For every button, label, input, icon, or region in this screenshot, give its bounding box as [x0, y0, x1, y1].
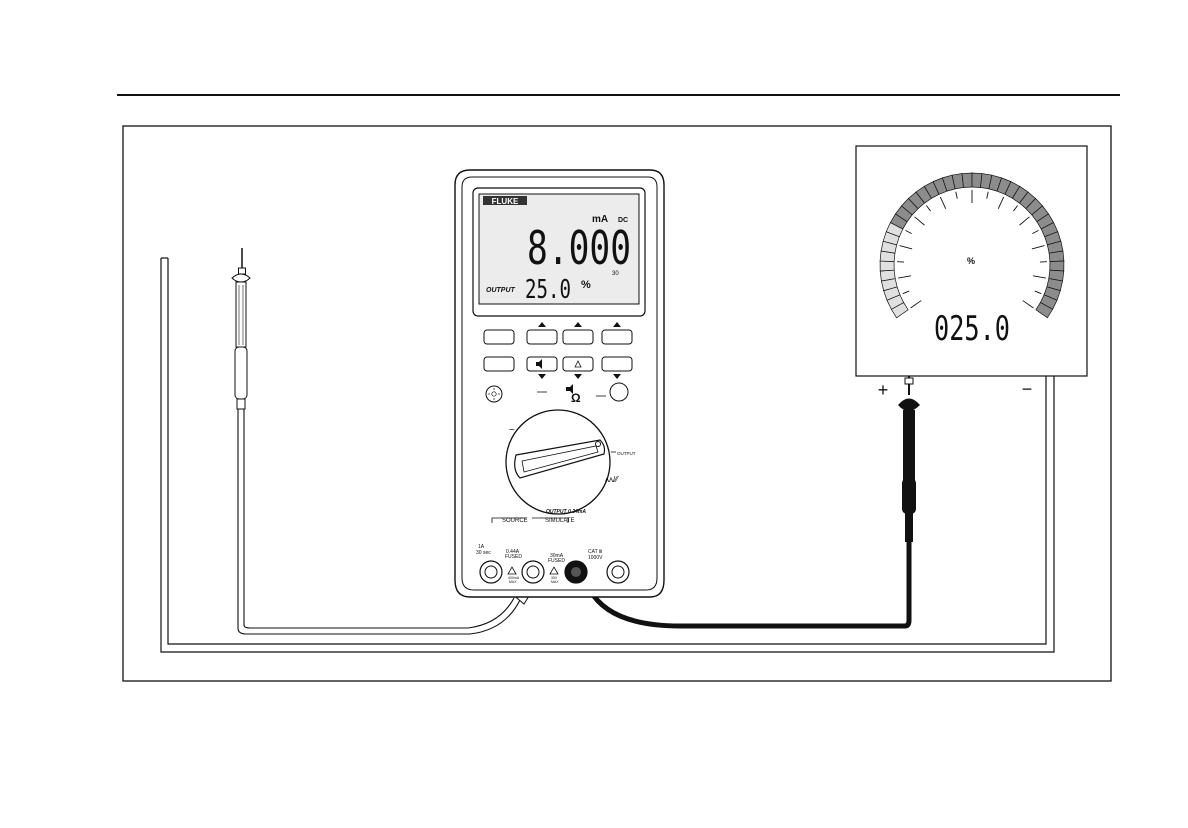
source-label: SOURCE	[502, 518, 528, 524]
warn-1-line-2: MAX	[509, 580, 517, 584]
voltage-rating: 1000V	[588, 555, 603, 561]
panel-readout: 025.0	[934, 309, 1010, 349]
ac-mode-label: ~	[509, 425, 515, 436]
amps-duration: 30 sec	[476, 550, 491, 556]
function-button-1[interactable]	[484, 330, 514, 344]
plus-terminal-label: +	[878, 380, 889, 400]
simulate-label: SIMULATE	[545, 518, 575, 524]
relative-button[interactable]	[563, 357, 593, 371]
scale-segment	[1049, 251, 1064, 262]
fuse-1-label: FUSED	[505, 554, 522, 560]
output-position-label: OUTPUT	[617, 451, 636, 456]
panel-meter: % 025.0 + −	[856, 146, 1087, 400]
secondary-unit: %	[581, 279, 591, 291]
hold-button[interactable]	[610, 383, 628, 401]
function-button-5[interactable]	[484, 357, 514, 371]
panel-unit: %	[967, 256, 975, 266]
waveform-label: ʌʌ/⁄⁄	[605, 475, 620, 484]
brand-logo: FLUKE	[492, 197, 519, 206]
function-button-2[interactable]	[527, 330, 557, 344]
function-button-4[interactable]	[602, 330, 632, 344]
minus-terminal-label: −	[1022, 379, 1033, 399]
primary-reading: 8.000	[527, 221, 631, 275]
output-range-label: OUTPUT 0-24mA	[546, 509, 586, 515]
fuse-2-label: FUSED	[548, 558, 565, 564]
function-button-8[interactable]	[602, 357, 632, 371]
output-indicator: OUTPUT	[486, 287, 516, 294]
warn-2-line-2: MAX	[551, 580, 559, 584]
rotary-switch[interactable]	[506, 410, 610, 514]
scale-segment	[962, 173, 972, 187]
multimeter: FLUKE mA DC 8.000 30 OUTPUT 25.0 %	[455, 170, 664, 597]
bargraph-scale: 30	[612, 271, 619, 277]
scale-segment	[880, 261, 894, 271]
secondary-reading: 25.0	[525, 275, 571, 305]
scale-segment	[1050, 261, 1064, 271]
function-button-3[interactable]	[563, 330, 593, 344]
